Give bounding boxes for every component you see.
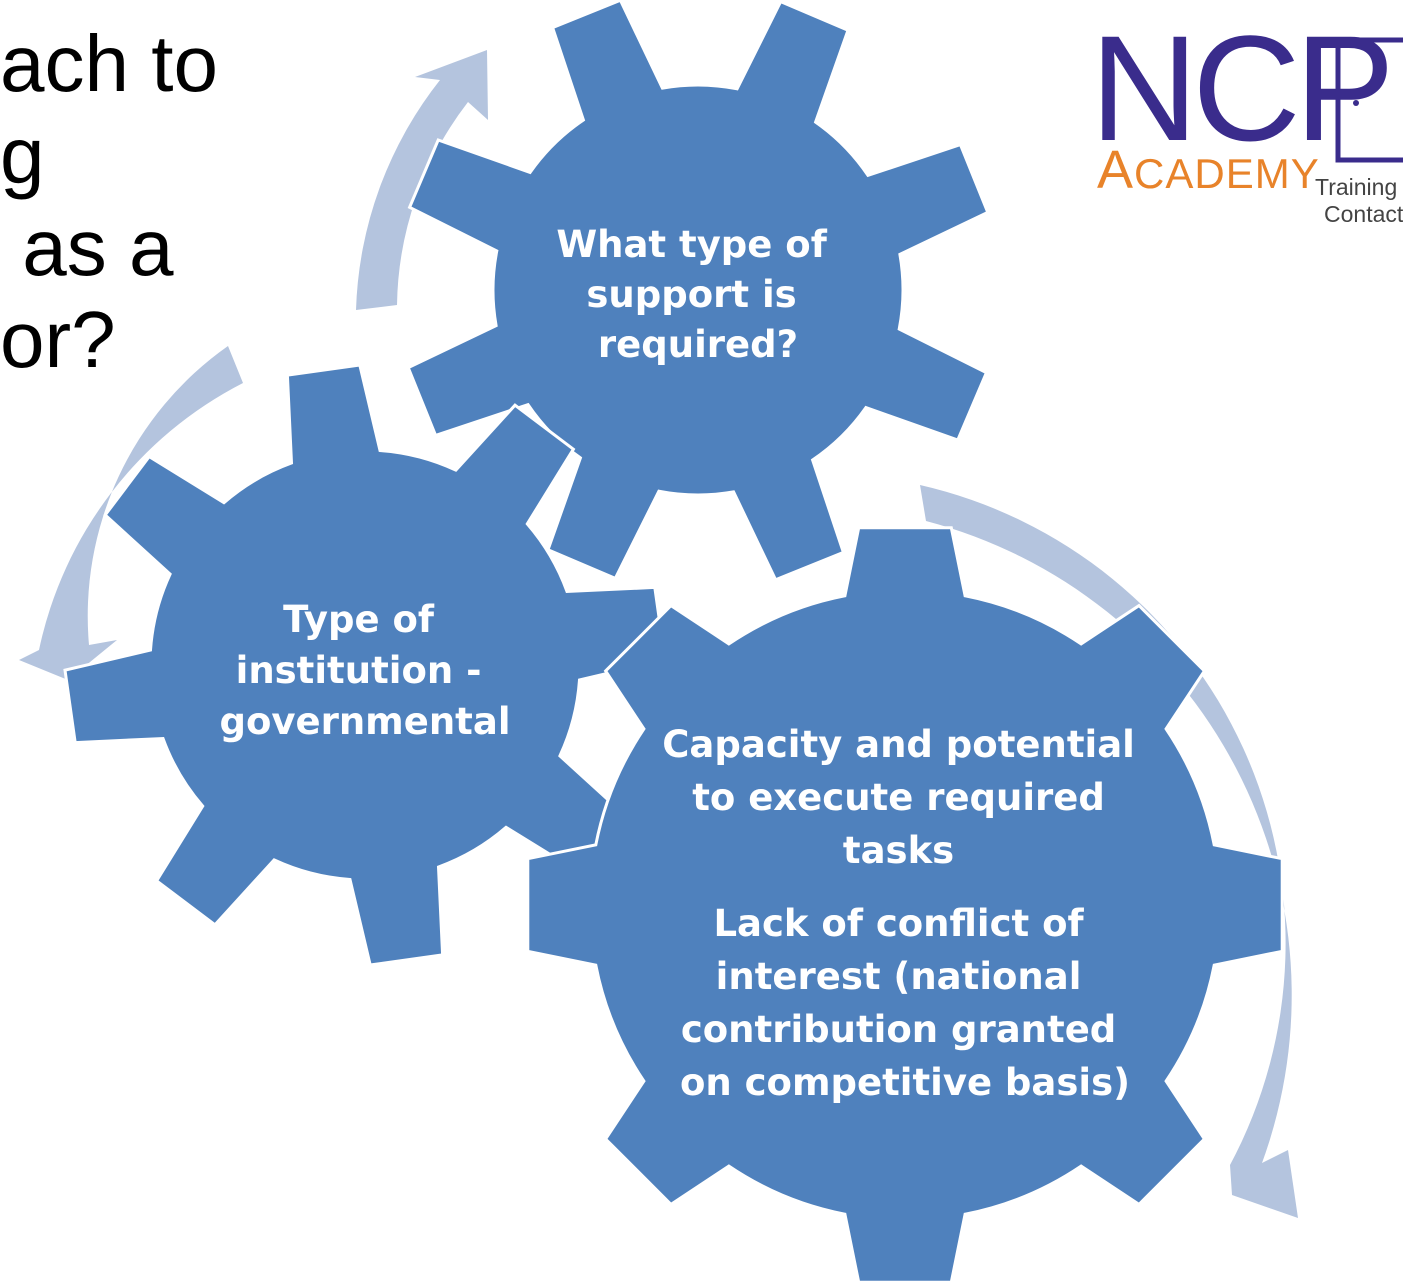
slide-title: ach to g as a or? bbox=[0, 18, 218, 386]
gear-bottom-shape bbox=[526, 526, 1284, 1284]
logo-tagline-2: Contact bbox=[1324, 201, 1403, 227]
gear-bottom-line-7: on competitive basis) bbox=[680, 1061, 1130, 1104]
gear-bottom-line-2: to execute required bbox=[692, 776, 1105, 819]
gear-left: Type of institution - governmental bbox=[63, 363, 667, 967]
title-line-2: g bbox=[0, 111, 45, 200]
gear-bottom-line-3: tasks bbox=[843, 829, 954, 872]
title-line-4: or? bbox=[0, 295, 116, 384]
gear-bottom-line-4: Lack of conflict of bbox=[713, 902, 1084, 945]
gear-bottom: Capacity and potential to execute requir… bbox=[526, 526, 1284, 1284]
cycle-arrow-left bbox=[19, 346, 243, 680]
svg-text:What type of support: What type of support is required? bbox=[556, 223, 839, 366]
gear-top-line-3: required? bbox=[598, 323, 798, 366]
svg-text:Capacity and potential: Capacity and potential to execute requir… bbox=[662, 723, 1148, 1104]
logo-sub-initial: A bbox=[1097, 140, 1134, 200]
ncp-academy-logo: NCP ACADEMY Training N Contact bbox=[1090, 4, 1403, 227]
gear-left-line-2: institution - bbox=[236, 649, 482, 692]
gear-top-line-1: What type of bbox=[556, 223, 827, 266]
logo-tagline-1: Training N bbox=[1315, 174, 1403, 200]
gear-left-line-1: Type of bbox=[283, 598, 435, 641]
gear-left-shape bbox=[63, 363, 667, 967]
gear-left-line-3: governmental bbox=[219, 700, 510, 743]
door-icon bbox=[1335, 37, 1403, 163]
gear-bottom-line-5: interest (national bbox=[716, 955, 1082, 998]
logo-sub-text: ACADEMY bbox=[1097, 140, 1320, 200]
title-line-1: ach to bbox=[0, 19, 218, 108]
logo-main-text: NCP bbox=[1090, 4, 1389, 172]
cycle-arrow-right bbox=[920, 485, 1298, 1218]
gear-bottom-line-6: contribution granted bbox=[681, 1008, 1116, 1051]
door-knob-icon bbox=[1353, 100, 1359, 106]
logo-sub-rest: CADEMY bbox=[1134, 150, 1320, 197]
gear-top-line-2: support is bbox=[586, 273, 796, 316]
gear-bottom-line-1: Capacity and potential bbox=[662, 723, 1135, 766]
title-line-3: as a bbox=[0, 203, 174, 292]
svg-text:Type of institution -: Type of institution - governmental bbox=[219, 598, 510, 743]
